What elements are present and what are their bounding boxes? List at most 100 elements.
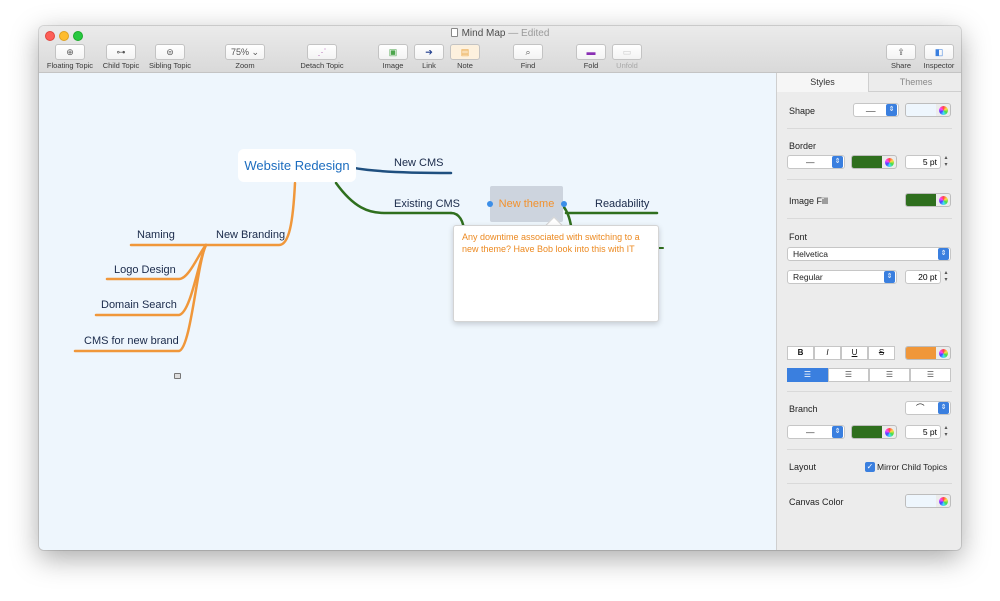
align-center-button[interactable]: ☰ bbox=[828, 368, 869, 382]
font-family-select[interactable]: Helvetica ⇕ bbox=[787, 247, 951, 261]
align-justify-button[interactable]: ☰ bbox=[910, 368, 951, 382]
underline-button[interactable]: U bbox=[841, 346, 868, 360]
canvas-color-label: Canvas Color bbox=[789, 497, 844, 507]
mind-map-canvas[interactable]: Website Redesign New CMS Existing CMS Ne… bbox=[39, 73, 776, 550]
note-button[interactable]: ▤ Note bbox=[449, 42, 481, 70]
shape-select[interactable]: __ ⇕ bbox=[853, 102, 899, 117]
sibling-topic-button[interactable]: ⊜ Sibling Topic bbox=[145, 42, 195, 70]
color-wheel-icon bbox=[939, 196, 948, 205]
font-size-stepper[interactable]: ▴▾ bbox=[944, 270, 948, 283]
mirror-child-topics-label[interactable]: Mirror Child Topics bbox=[877, 462, 948, 472]
align-right-button[interactable]: ☰ bbox=[869, 368, 910, 382]
link-icon: ➔ bbox=[414, 44, 444, 60]
font-size-field[interactable]: 20 pt bbox=[905, 270, 941, 284]
branch-size-field[interactable]: 5 pt bbox=[905, 425, 941, 439]
bold-button[interactable]: B bbox=[787, 346, 814, 360]
unfold-icon: ▭ bbox=[612, 44, 642, 60]
share-button[interactable]: ⇪ Share bbox=[885, 42, 917, 70]
inspector-tabs: Styles Themes bbox=[777, 73, 961, 92]
italic-button[interactable]: I bbox=[814, 346, 841, 360]
mirror-child-topics-checkbox[interactable]: ✓ bbox=[865, 462, 875, 472]
note-text[interactable]: Any downtime associated with switching t… bbox=[462, 232, 640, 254]
zoom-window-button[interactable] bbox=[73, 31, 83, 41]
branch-new-branding bbox=[204, 181, 297, 247]
app-window: Mind Map — Edited ⊕ Floating Topic ⊶ Chi… bbox=[39, 26, 961, 550]
image-fill-label: Image Fill bbox=[789, 196, 829, 206]
divider bbox=[787, 483, 952, 484]
font-color-swatch bbox=[906, 347, 936, 359]
shape-fill-color-well[interactable] bbox=[905, 103, 951, 117]
tab-themes[interactable]: Themes bbox=[899, 77, 933, 87]
find-button[interactable]: ⌕ Find bbox=[512, 42, 544, 70]
inspector-panel: Styles Themes Shape __ ⇕ Border — ⇕ 5 pt… bbox=[776, 73, 961, 550]
branch-color-swatch bbox=[852, 426, 882, 438]
child-topic-icon: ⊶ bbox=[106, 44, 136, 60]
topic-new-theme-label: New theme bbox=[498, 198, 555, 210]
close-window-button[interactable] bbox=[45, 31, 55, 41]
branch-cms-brand bbox=[73, 243, 208, 353]
line-style-icon: — bbox=[806, 157, 815, 167]
branch-shape-select[interactable]: ⌒ ⇕ bbox=[905, 401, 951, 415]
border-label: Border bbox=[789, 141, 817, 151]
border-color-well[interactable] bbox=[851, 155, 897, 169]
topic-existing-cms[interactable]: Existing CMS bbox=[394, 198, 461, 210]
align-right-icon: ☰ bbox=[885, 370, 894, 379]
topic-logo-design[interactable]: Logo Design bbox=[114, 264, 176, 276]
line-style-icon: — bbox=[806, 427, 815, 437]
tab-styles[interactable]: Styles bbox=[777, 73, 869, 92]
branch-label: Branch bbox=[789, 404, 818, 414]
topic-new-cms[interactable]: New CMS bbox=[394, 157, 444, 169]
title-bar: Mind Map — Edited ⊕ Floating Topic ⊶ Chi… bbox=[39, 26, 961, 73]
topic-new-branding[interactable]: New Branding bbox=[216, 229, 286, 241]
branch-style-select[interactable]: — ⇕ bbox=[787, 425, 845, 439]
image-button[interactable]: ▣ Image bbox=[377, 42, 409, 70]
border-size-field[interactable]: 5 pt bbox=[905, 155, 941, 169]
selection-handle-left[interactable] bbox=[487, 201, 493, 207]
note-popup[interactable]: Any downtime associated with switching t… bbox=[453, 225, 659, 322]
strikethrough-button[interactable]: S bbox=[868, 346, 895, 360]
branch-existing-cms bbox=[334, 181, 453, 215]
divider bbox=[787, 128, 952, 129]
branch-size-stepper[interactable]: ▴▾ bbox=[944, 425, 948, 438]
branch-color-well[interactable] bbox=[851, 425, 897, 439]
topic-new-theme[interactable]: New theme bbox=[490, 186, 563, 222]
minimize-window-button[interactable] bbox=[59, 31, 69, 41]
chevron-updown-icon: ⇕ bbox=[884, 271, 895, 283]
fold-button[interactable]: ▬ Fold bbox=[575, 42, 607, 70]
align-justify-icon: ☰ bbox=[926, 370, 935, 379]
detach-topic-button[interactable]: ⋰ Detach Topic bbox=[295, 42, 349, 70]
canvas-color-well[interactable] bbox=[905, 494, 951, 508]
zoom-control[interactable]: 75% ⌄ Zoom bbox=[225, 42, 265, 70]
image-fill-color-well[interactable] bbox=[905, 193, 951, 207]
chevron-updown-icon: ⇕ bbox=[938, 248, 949, 260]
floating-topic-icon: ⊕ bbox=[55, 44, 85, 60]
child-topic-button[interactable]: ⊶ Child Topic bbox=[99, 42, 143, 70]
topic-readability[interactable]: Readability bbox=[595, 198, 650, 210]
sibling-topic-icon: ⊜ bbox=[155, 44, 185, 60]
branch-curve-icon: ⌒ bbox=[916, 403, 925, 413]
note-indicator-icon[interactable] bbox=[174, 373, 181, 379]
font-weight-select[interactable]: Regular ⇕ bbox=[787, 270, 897, 284]
sidebar-icon: ◧ bbox=[924, 44, 954, 60]
link-button[interactable]: ➔ Link bbox=[413, 42, 445, 70]
canvas-color-swatch bbox=[906, 495, 936, 507]
divider bbox=[787, 391, 952, 392]
align-left-button[interactable]: ☰ bbox=[787, 368, 828, 382]
unfold-button[interactable]: ▭ Unfold bbox=[611, 42, 643, 70]
border-size-stepper[interactable]: ▴▾ bbox=[944, 155, 948, 168]
detach-topic-icon: ⋰ bbox=[307, 44, 337, 60]
font-label: Font bbox=[789, 232, 808, 242]
root-topic[interactable]: Website Redesign bbox=[238, 149, 356, 182]
document-icon bbox=[450, 28, 458, 37]
topic-naming[interactable]: Naming bbox=[137, 229, 175, 241]
selection-handle-right[interactable] bbox=[561, 201, 567, 207]
color-wheel-icon bbox=[939, 106, 948, 115]
topic-domain-search[interactable]: Domain Search bbox=[101, 299, 177, 311]
shape-fill-swatch bbox=[906, 104, 936, 116]
inspector-button[interactable]: ◧ Inspector bbox=[919, 42, 959, 70]
font-family-value: Helvetica bbox=[793, 249, 828, 259]
topic-cms-for-new-brand[interactable]: CMS for new brand bbox=[84, 335, 179, 347]
font-color-well[interactable] bbox=[905, 346, 951, 360]
border-style-select[interactable]: — ⇕ bbox=[787, 155, 845, 169]
floating-topic-button[interactable]: ⊕ Floating Topic bbox=[45, 42, 95, 70]
